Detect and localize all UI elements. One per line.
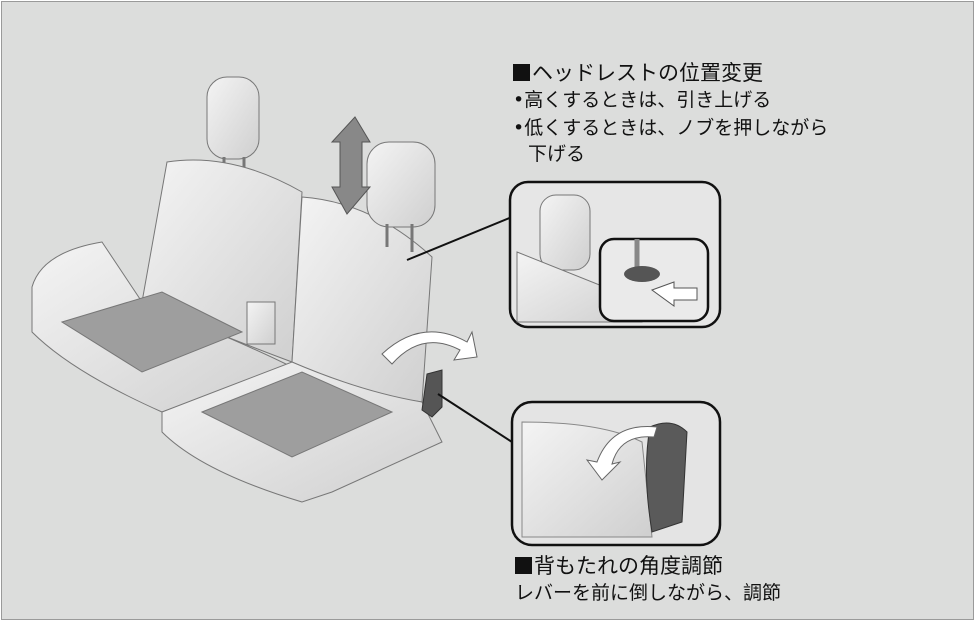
headrest-bullet-2-continuation: 下げる [528, 143, 586, 165]
recline-title-text: 背もたれの角度調節 [534, 554, 723, 578]
headrest-bullet-2: •低くするときは、ノブを押しながら [513, 117, 829, 139]
recline-lever [421, 369, 443, 418]
right-headrest [366, 141, 436, 252]
headrest-knob-detail [508, 180, 722, 329]
recline-section-title: 背もたれの角度調節 [515, 554, 723, 578]
bullet-text: 高くするときは、引き上げる [524, 89, 772, 111]
push-arrow-icon [650, 281, 698, 307]
recline-description: レバーを前に倒しながら、調節 [515, 582, 782, 604]
headrest-title-text: ヘッドレストの位置変更 [532, 61, 763, 85]
recline-lever-detail [510, 400, 722, 547]
headrest-bullet-1: •高くするときは、引き上げる [513, 89, 772, 111]
bullet-text: 低くするときは、ノブを押しながら [524, 117, 829, 139]
recline-arrow-icon [381, 330, 478, 365]
up-down-arrow-icon [330, 116, 372, 215]
headrest-section-title: ヘッドレストの位置変更 [513, 61, 763, 85]
pull-arrow-icon [585, 425, 658, 481]
